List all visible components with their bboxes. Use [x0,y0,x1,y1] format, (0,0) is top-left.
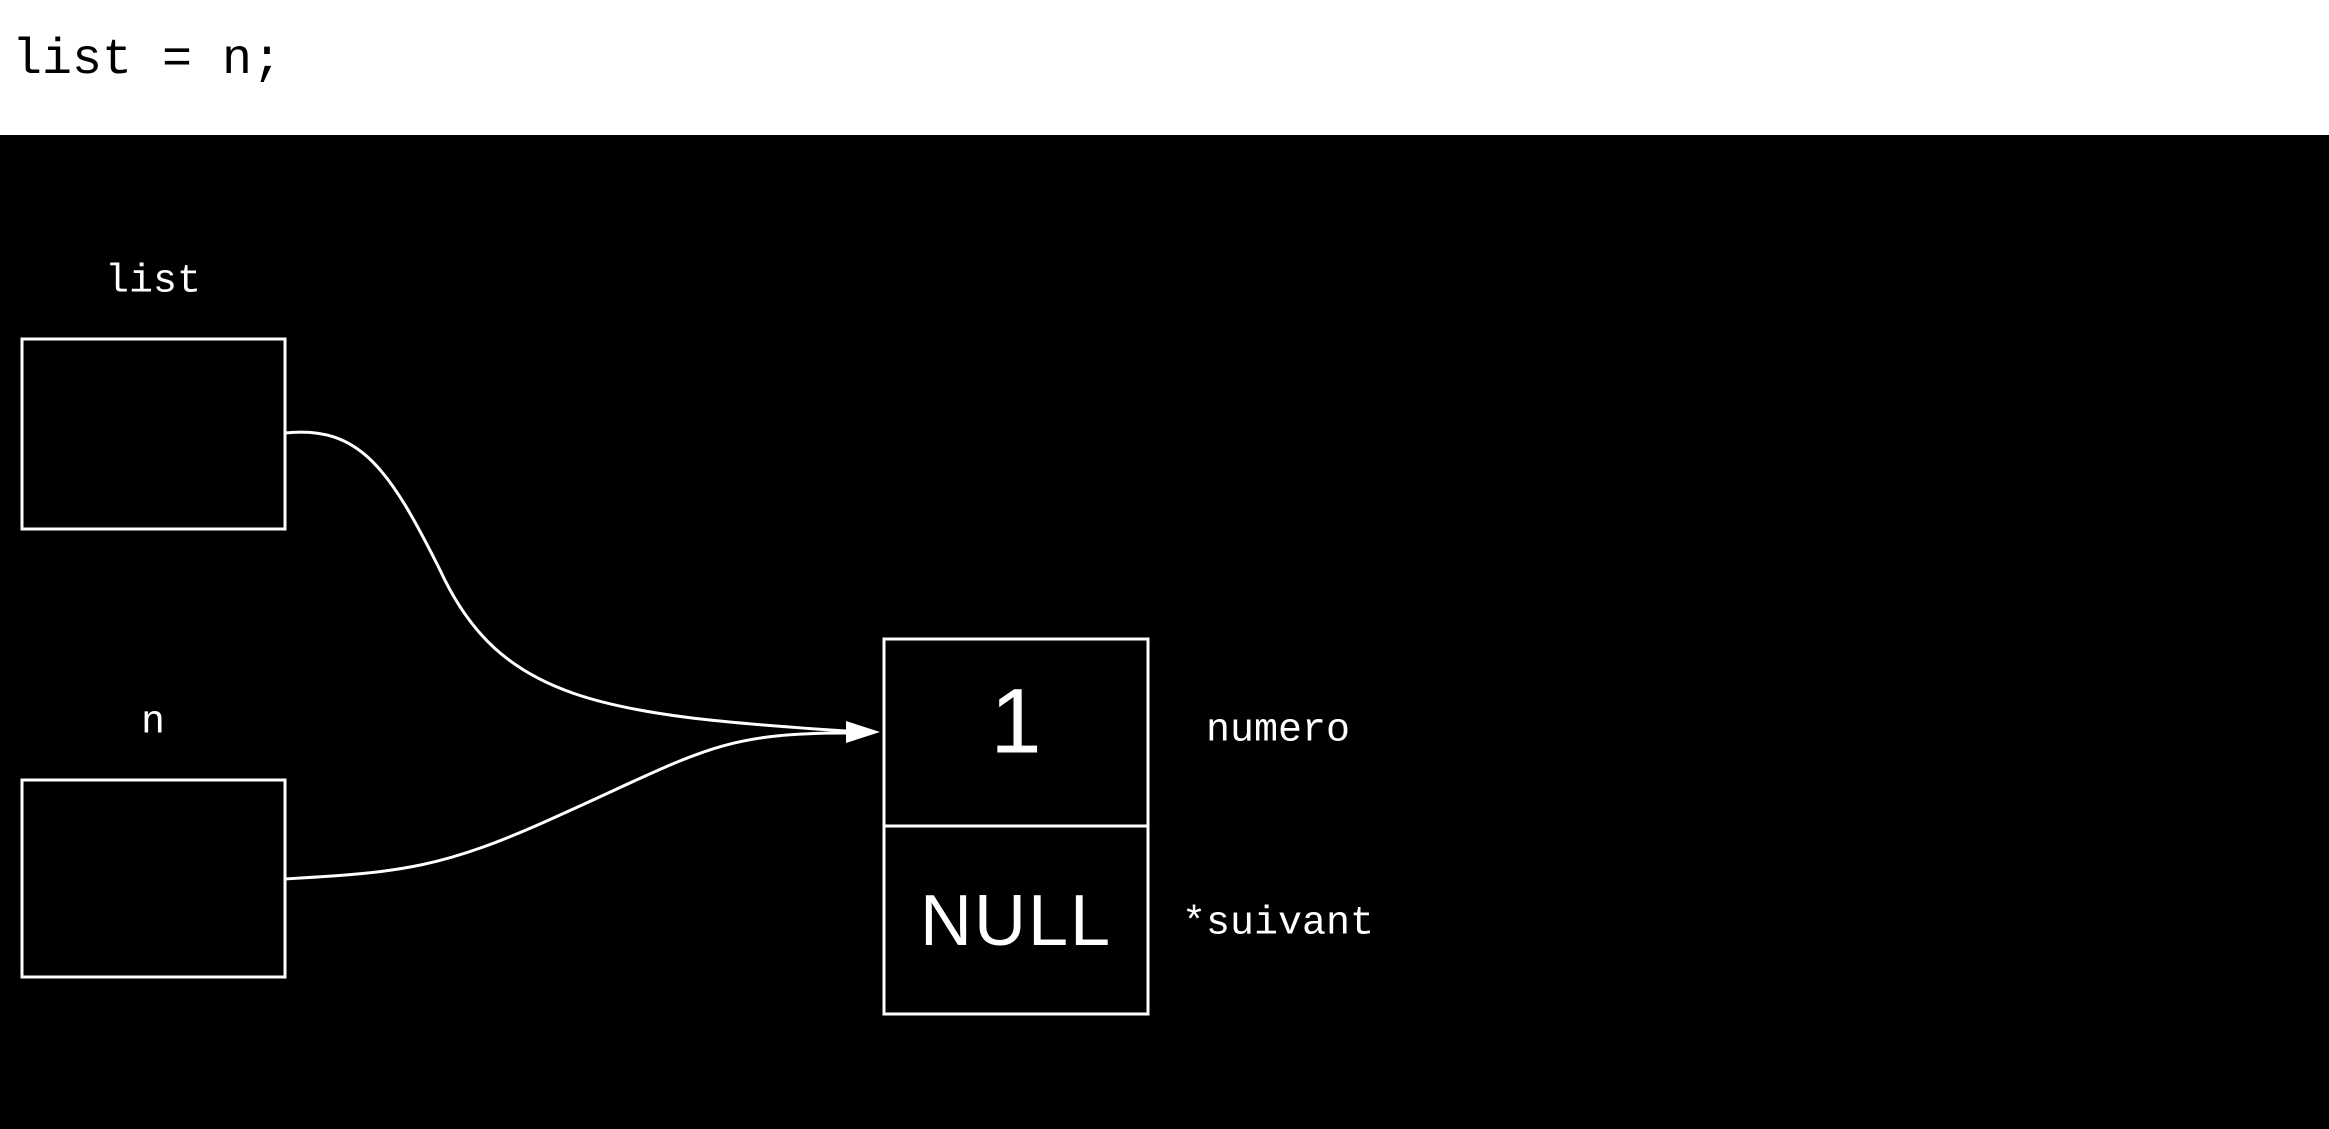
field-label-numero: numero [1205,708,1351,754]
field-label-suivant: *suivant [1181,901,1375,947]
node-suivant-value: NULL [919,881,1113,961]
pointer-arrow-n [284,731,847,881]
variable-label-list: list [104,259,202,305]
pointer-arrow-list [284,430,847,733]
arrowhead-icon [846,721,880,743]
node-numero-value: 1 [990,670,1042,773]
variable-box-n [20,778,287,979]
code-line: list = n; [12,32,283,89]
code-header: list = n; [0,0,2329,135]
variable-label-n: n [140,700,166,746]
variable-box-list [20,337,287,531]
